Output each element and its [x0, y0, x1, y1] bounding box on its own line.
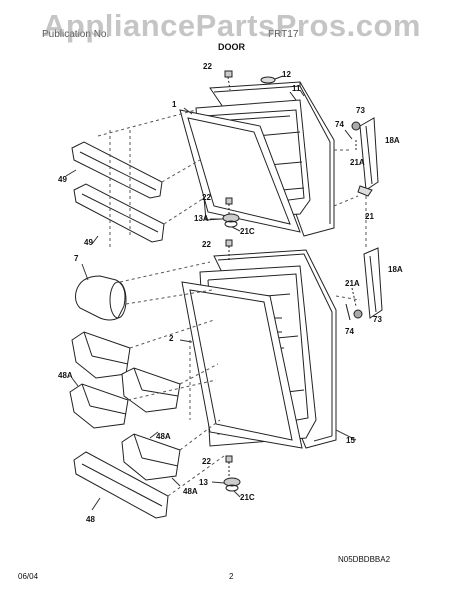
- callout-21c-bottom: 21C: [240, 493, 255, 502]
- hinge-cam-13: [223, 477, 241, 492]
- callout-15: 15: [346, 436, 355, 445]
- callout-1: 1: [172, 100, 177, 109]
- callout-48: 48: [86, 515, 95, 524]
- callout-22-bottom: 22: [202, 457, 211, 466]
- callout-21a-top: 21A: [350, 158, 365, 167]
- callout-48a-bottom: 48A: [183, 487, 198, 496]
- callout-2: 2: [169, 334, 174, 343]
- callout-49-upper: 49: [58, 175, 67, 184]
- fresh-food-handle: [363, 247, 383, 319]
- fresh-food-gasket: [181, 281, 303, 449]
- callout-73-bottom: 73: [373, 315, 382, 324]
- hinge-screw-22-top: [224, 70, 233, 91]
- footer-date: 06/04: [18, 572, 39, 581]
- callout-22-mid: 22: [202, 193, 211, 202]
- page-title: DOOR: [218, 42, 245, 52]
- callout-13a: 13A: [194, 214, 209, 223]
- freezer-handle: [359, 117, 379, 191]
- callout-7: 7: [74, 254, 79, 263]
- watermark: AppliancePartsPros.com: [43, 8, 421, 43]
- screw-22-lower: [225, 239, 233, 262]
- plug-12: [260, 75, 284, 84]
- bottom-shelf-48: [73, 451, 169, 519]
- callout-22-top: 22: [203, 62, 212, 71]
- dairy-door-7: [75, 275, 127, 321]
- callout-21: 21: [365, 212, 374, 221]
- callout-18a-top: 18A: [385, 136, 400, 145]
- callout-21a-bottom: 21A: [345, 279, 360, 288]
- callout-11: 11: [292, 84, 301, 93]
- callout-48a-left: 48A: [58, 371, 73, 380]
- freezer-shelf-49-lower: [73, 183, 165, 243]
- callout-13: 13: [199, 478, 208, 487]
- callout-49-lower: 49: [84, 238, 93, 247]
- publication-label: Publication No.: [42, 29, 110, 40]
- door-bin-48a-top-left: [71, 331, 131, 379]
- model-label: FRT17: [268, 29, 299, 40]
- screw-22-bottom: [225, 455, 233, 478]
- freezer-shelf-49-upper: [71, 141, 163, 199]
- callout-18a-bottom: 18A: [388, 265, 403, 274]
- freezer-gasket: [179, 109, 301, 233]
- page-number: 2: [229, 572, 234, 581]
- callout-73-top: 73: [356, 106, 365, 115]
- callout-74-top: 74: [335, 120, 344, 129]
- callout-21c-top: 21C: [240, 227, 255, 236]
- door-bin-48a-bottom-right: [121, 433, 181, 481]
- callout-74-bottom: 74: [345, 327, 354, 336]
- door-bin-48a-mid-right: [121, 367, 181, 413]
- callout-12: 12: [282, 70, 291, 79]
- diagram-code: N05DBDBBA2: [338, 555, 391, 564]
- callout-48a-mid: 48A: [156, 432, 171, 441]
- screw-22-mid: [225, 197, 233, 214]
- hinge-cam-13a: [222, 213, 240, 228]
- door-bin-48a-mid-left: [69, 383, 129, 429]
- callout-22-lower: 22: [202, 240, 211, 249]
